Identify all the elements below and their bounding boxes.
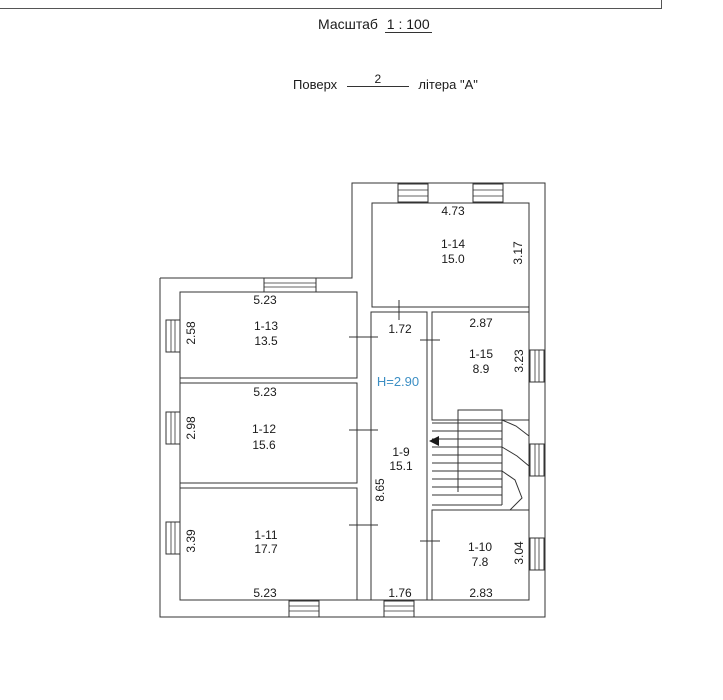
dim-2-83: 2.83 [469,586,493,600]
stair-arrow [429,436,439,446]
room-id-1-15: 1-15 [469,347,493,361]
room-area-1-10: 7.8 [472,555,489,569]
dim-3-23: 3.23 [512,349,526,373]
room-id-1-14: 1-14 [441,237,465,251]
window-top-1 [397,183,429,203]
room-area-1-12: 15.6 [252,438,276,452]
window-east-3 [529,537,545,571]
wall-room-1-10 [431,509,530,601]
room-labels: 1-14 15.0 1-13 13.5 1-15 8.9 1-12 15.6 1… [252,237,493,569]
window-left-top [263,277,317,293]
window-east-1 [529,349,545,383]
scale-value: 1 : 100 [384,16,432,33]
letter-value: "А" [460,77,478,92]
window-mullions [170,189,540,612]
outer-wall [159,182,546,618]
window-west-2 [165,411,181,445]
dim-3-04: 3.04 [512,541,526,565]
window-top-2 [472,183,504,203]
room-area-1-15: 8.9 [473,362,490,376]
ceiling-height-label: H=2.90 [377,374,419,389]
wall-room-1-14 [371,202,530,308]
window-bottom-2 [383,600,415,618]
room-area-1-11: 17.7 [254,542,278,556]
dim-2-58: 2.58 [184,321,198,345]
room-area-1-13: 13.5 [254,334,278,348]
room-area-1-9: 15.1 [389,459,413,473]
dim-5-23-mid: 5.23 [253,385,277,399]
dim-1-76: 1.76 [388,586,412,600]
room-id-1-13: 1-13 [254,319,278,333]
dim-2-87: 2.87 [469,316,493,330]
room-id-1-10: 1-10 [468,540,492,554]
dimensions: 4.73 3.17 5.23 2.58 1.72 2.87 3.23 5.23 … [184,204,526,600]
window-west-1 [165,319,181,353]
room-id-1-12: 1-12 [252,422,276,436]
window-west-3 [165,521,181,555]
dim-5-23-top: 5.23 [253,293,277,307]
dim-5-23-bottom: 5.23 [253,586,277,600]
dim-3-39: 3.39 [184,529,198,553]
letter-label: літера [418,77,457,92]
dim-8-65: 8.65 [373,478,387,502]
dim-1-72: 1.72 [388,322,412,336]
windows [165,183,545,618]
dim-3-17: 3.17 [511,241,525,265]
dim-4-73: 4.73 [441,204,465,218]
room-id-1-9: 1-9 [392,445,410,459]
dim-2-98: 2.98 [184,416,198,440]
window-east-2 [529,443,545,477]
scale-caption: Масштаб 1 : 100 [318,16,432,33]
floor-caption: Поверх 2 літера "А" [293,72,478,93]
room-area-1-14: 15.0 [441,252,465,266]
floor-value: 2 [346,72,409,87]
title-block-frame [0,0,662,9]
floor-label: Поверх [293,77,338,92]
scale-label: Масштаб [318,16,378,32]
window-bottom-1 [288,600,320,618]
room-id-1-11: 1-11 [254,528,277,542]
staircase [432,409,530,511]
door-markers [349,300,440,542]
